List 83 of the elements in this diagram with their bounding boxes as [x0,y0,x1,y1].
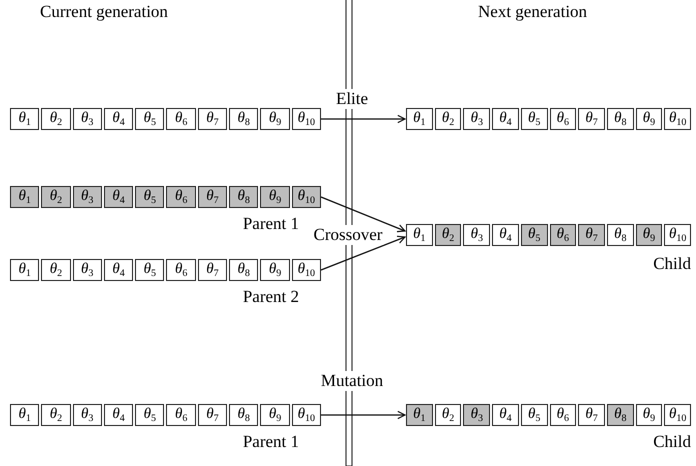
chromosome-caption: Parent 2 [242,287,299,307]
gene-cell: θ$_{9}$ [636,224,662,246]
gene-cell: θ$_{1}$ [10,404,40,426]
gene-cell: θ$_{8}$ [229,186,258,208]
gene-cell: θ$_{10}$ [292,108,321,130]
gene-cell: θ$_{8}$ [606,108,634,130]
gene-cell: θ$_{7}$ [198,108,228,130]
gene-cell: θ$_{5}$ [520,224,548,246]
gene-cell: θ$_{9}$ [260,108,290,130]
gene-cell: θ$_{8}$ [606,404,634,426]
gene-cell: θ$_{7}$ [578,224,605,246]
gene-cell: θ$_{1}$ [10,259,40,281]
edge-label: Crossover [312,225,384,245]
gene-cell: θ$_{8}$ [229,259,258,281]
gene-cell: θ$_{10}$ [664,224,692,246]
gene-cell: θ$_{6}$ [550,404,576,426]
gene-cell: θ$_{5}$ [520,404,548,426]
gene-cell: θ$_{7}$ [198,186,228,208]
gene-cell: θ$_{10}$ [664,404,692,426]
gene-cell: θ$_{3}$ [72,404,102,426]
gene-cell: θ$_{3}$ [463,108,490,130]
gene-cell: θ$_{4}$ [492,224,519,246]
gene-cell: θ$_{2}$ [41,108,71,130]
chromosome-caption: Parent 1 [242,214,299,234]
gene-cell: θ$_{10}$ [292,259,321,281]
gene-cell: θ$_{2}$ [434,404,462,426]
gene-cell: θ$_{8}$ [606,224,634,246]
gene-cell: θ$_{4}$ [104,108,134,130]
gene-cell: θ$_{9}$ [260,186,290,208]
gene-cell: θ$_{1}$ [10,186,40,208]
gene-cell: θ$_{5}$ [135,259,164,281]
gene-cell: θ$_{1}$ [10,108,40,130]
gene-cell: θ$_{2}$ [41,259,71,281]
gene-cell: θ$_{10}$ [664,108,692,130]
gene-cell: θ$_{1}$ [406,404,433,426]
gene-cell: θ$_{9}$ [636,108,662,130]
gene-cell: θ$_{6}$ [550,108,576,130]
gene-cell: θ$_{4}$ [104,404,134,426]
gene-cell: θ$_{6}$ [166,186,196,208]
gene-cell: θ$_{2}$ [41,186,71,208]
gene-cell: θ$_{7}$ [198,259,228,281]
gene-cell: θ$_{4}$ [492,404,519,426]
gene-cell: θ$_{3}$ [72,186,102,208]
gene-cell: θ$_{9}$ [636,404,662,426]
gene-cell: θ$_{8}$ [229,404,258,426]
gene-cell: θ$_{2}$ [434,224,462,246]
gene-cell: θ$_{7}$ [578,108,605,130]
gene-cell: θ$_{8}$ [229,108,258,130]
gene-cell: θ$_{6}$ [166,108,196,130]
gene-cell: θ$_{2}$ [434,108,462,130]
gene-cell: θ$_{4}$ [104,259,134,281]
gene-cell: θ$_{4}$ [492,108,519,130]
gene-cell: θ$_{1}$ [406,108,433,130]
gene-cell: θ$_{4}$ [104,186,134,208]
gene-cell: θ$_{7}$ [578,404,605,426]
chromosome-caption: Child [653,254,691,274]
chromosome-caption: Parent 1 [242,432,299,452]
gene-cell: θ$_{10}$ [292,186,321,208]
gene-cell: θ$_{5}$ [520,108,548,130]
gene-cell: θ$_{6}$ [550,224,576,246]
gene-cell: θ$_{5}$ [135,404,164,426]
gene-cell: θ$_{6}$ [166,259,196,281]
arrow [320,236,406,271]
gene-cell: θ$_{2}$ [41,404,71,426]
gene-cell: θ$_{3}$ [463,404,490,426]
edge-label: Mutation [320,371,384,391]
gene-cell: θ$_{7}$ [198,404,228,426]
gene-cell: θ$_{9}$ [260,259,290,281]
chromosome-caption: Child [653,432,691,452]
edge-label: Elite [334,89,370,109]
gene-cell: θ$_{10}$ [292,404,321,426]
column-heading: Next generation [478,2,588,22]
gene-cell: θ$_{6}$ [166,404,196,426]
gene-cell: θ$_{5}$ [135,108,164,130]
arrow [321,114,406,124]
column-heading: Current generation [40,2,168,22]
gene-cell: θ$_{5}$ [135,186,164,208]
gene-cell: θ$_{3}$ [72,108,102,130]
gene-cell: θ$_{1}$ [406,224,433,246]
gene-cell: θ$_{9}$ [260,404,290,426]
gene-cell: θ$_{3}$ [463,224,490,246]
arrow [321,410,406,420]
gene-cell: θ$_{3}$ [72,259,102,281]
